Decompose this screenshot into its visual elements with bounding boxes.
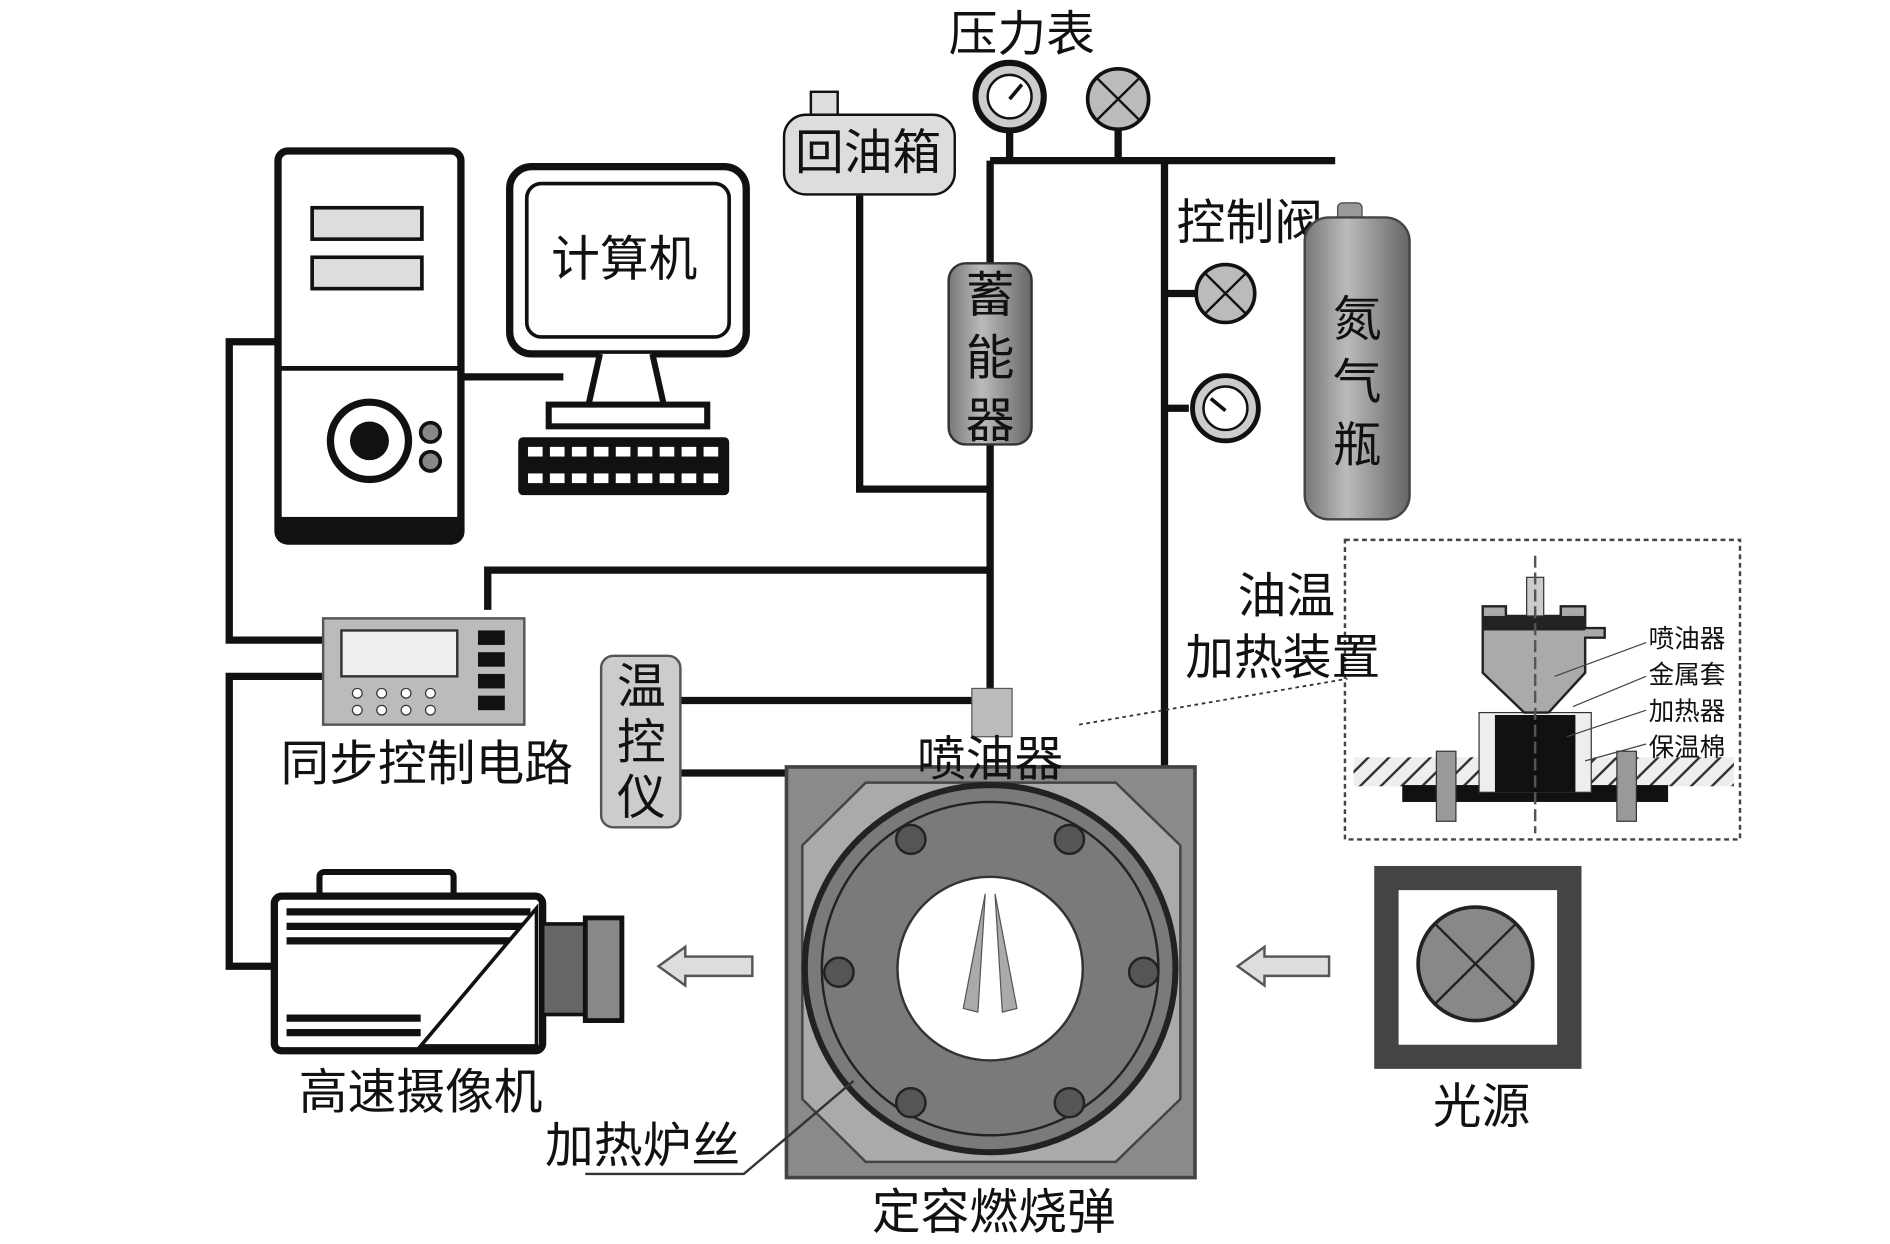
- camera-label: 高速摄像机: [299, 1065, 543, 1121]
- temp-controller-label-1: 温: [617, 659, 666, 715]
- inset-label-injector: 喷油器: [1649, 624, 1726, 654]
- pressure-gauge-icon: [972, 59, 1047, 134]
- arrow-left-icon: [656, 944, 754, 988]
- injector-label: 喷油器: [917, 732, 1063, 788]
- control-valve-label: 控制阀: [1177, 195, 1323, 251]
- return-oil-tank: 回油箱: [782, 90, 956, 196]
- nitrogen-bottle: 氮 气 瓶: [1303, 202, 1411, 521]
- keyboard: [518, 437, 730, 496]
- nitrogen-label-2: 气: [1333, 355, 1382, 411]
- arrow-left-icon: [1235, 944, 1331, 988]
- computer-tower: [274, 147, 465, 545]
- accumulator-label-2: 能: [966, 331, 1015, 387]
- light-source-label: 光源: [1433, 1079, 1531, 1135]
- control-valve-icon: [1194, 262, 1257, 325]
- inset-label-heater: 加热器: [1649, 697, 1726, 727]
- constant-volume-chamber: [784, 687, 1197, 1180]
- sync-circuit-label: 同步控制电路: [280, 736, 573, 792]
- oil-heater-leader-line: [1078, 677, 1348, 726]
- temp-controller-label-2: 控: [617, 715, 666, 771]
- inset-label-metal-sleeve: 金属套: [1649, 661, 1726, 691]
- chamber-label: 定容燃烧弹: [872, 1185, 1116, 1241]
- high-speed-camera: [270, 868, 625, 1055]
- sync-control-circuit: [321, 617, 526, 726]
- gauge-icon: [1190, 373, 1261, 444]
- pipes: [225, 129, 1336, 970]
- temperature-controller: 温 控 仪: [599, 654, 682, 829]
- oil-heater-label-1: 油温: [1238, 569, 1336, 625]
- computer-label: 计算机: [551, 232, 697, 288]
- computer-monitor: 计算机: [506, 163, 750, 496]
- accumulator-label-3: 器: [966, 393, 1015, 449]
- oil-heater-inset: 喷油器 金属套 加热器 保温棉: [1343, 538, 1742, 841]
- nitrogen-label-3: 瓶: [1333, 418, 1382, 474]
- temp-controller-label-3: 仪: [617, 770, 666, 826]
- pressure-gauge-label: 压力表: [949, 7, 1095, 63]
- inset-label-insulation: 保温棉: [1649, 733, 1726, 763]
- accumulator-label-1: 蓄: [966, 268, 1015, 324]
- valve-icon: [1085, 67, 1151, 132]
- light-source: [1374, 865, 1582, 1069]
- oil-heater-label-2: 加热装置: [1185, 630, 1380, 686]
- return-tank-label: 回油箱: [795, 125, 941, 181]
- nitrogen-label-1: 氮: [1333, 292, 1382, 348]
- accumulator: 蓄 能 器: [947, 262, 1033, 449]
- heating-wire-label: 加热炉丝: [545, 1118, 740, 1174]
